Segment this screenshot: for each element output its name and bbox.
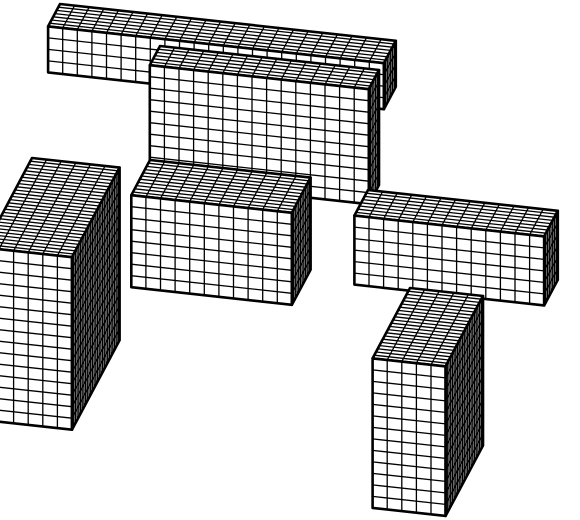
- right-bottom-pillar-part: [371, 286, 485, 518]
- left-tall-pillar-part: [0, 156, 121, 432]
- central-stepped-block-part: [130, 158, 312, 307]
- right-wing-slab-part: [353, 188, 560, 307]
